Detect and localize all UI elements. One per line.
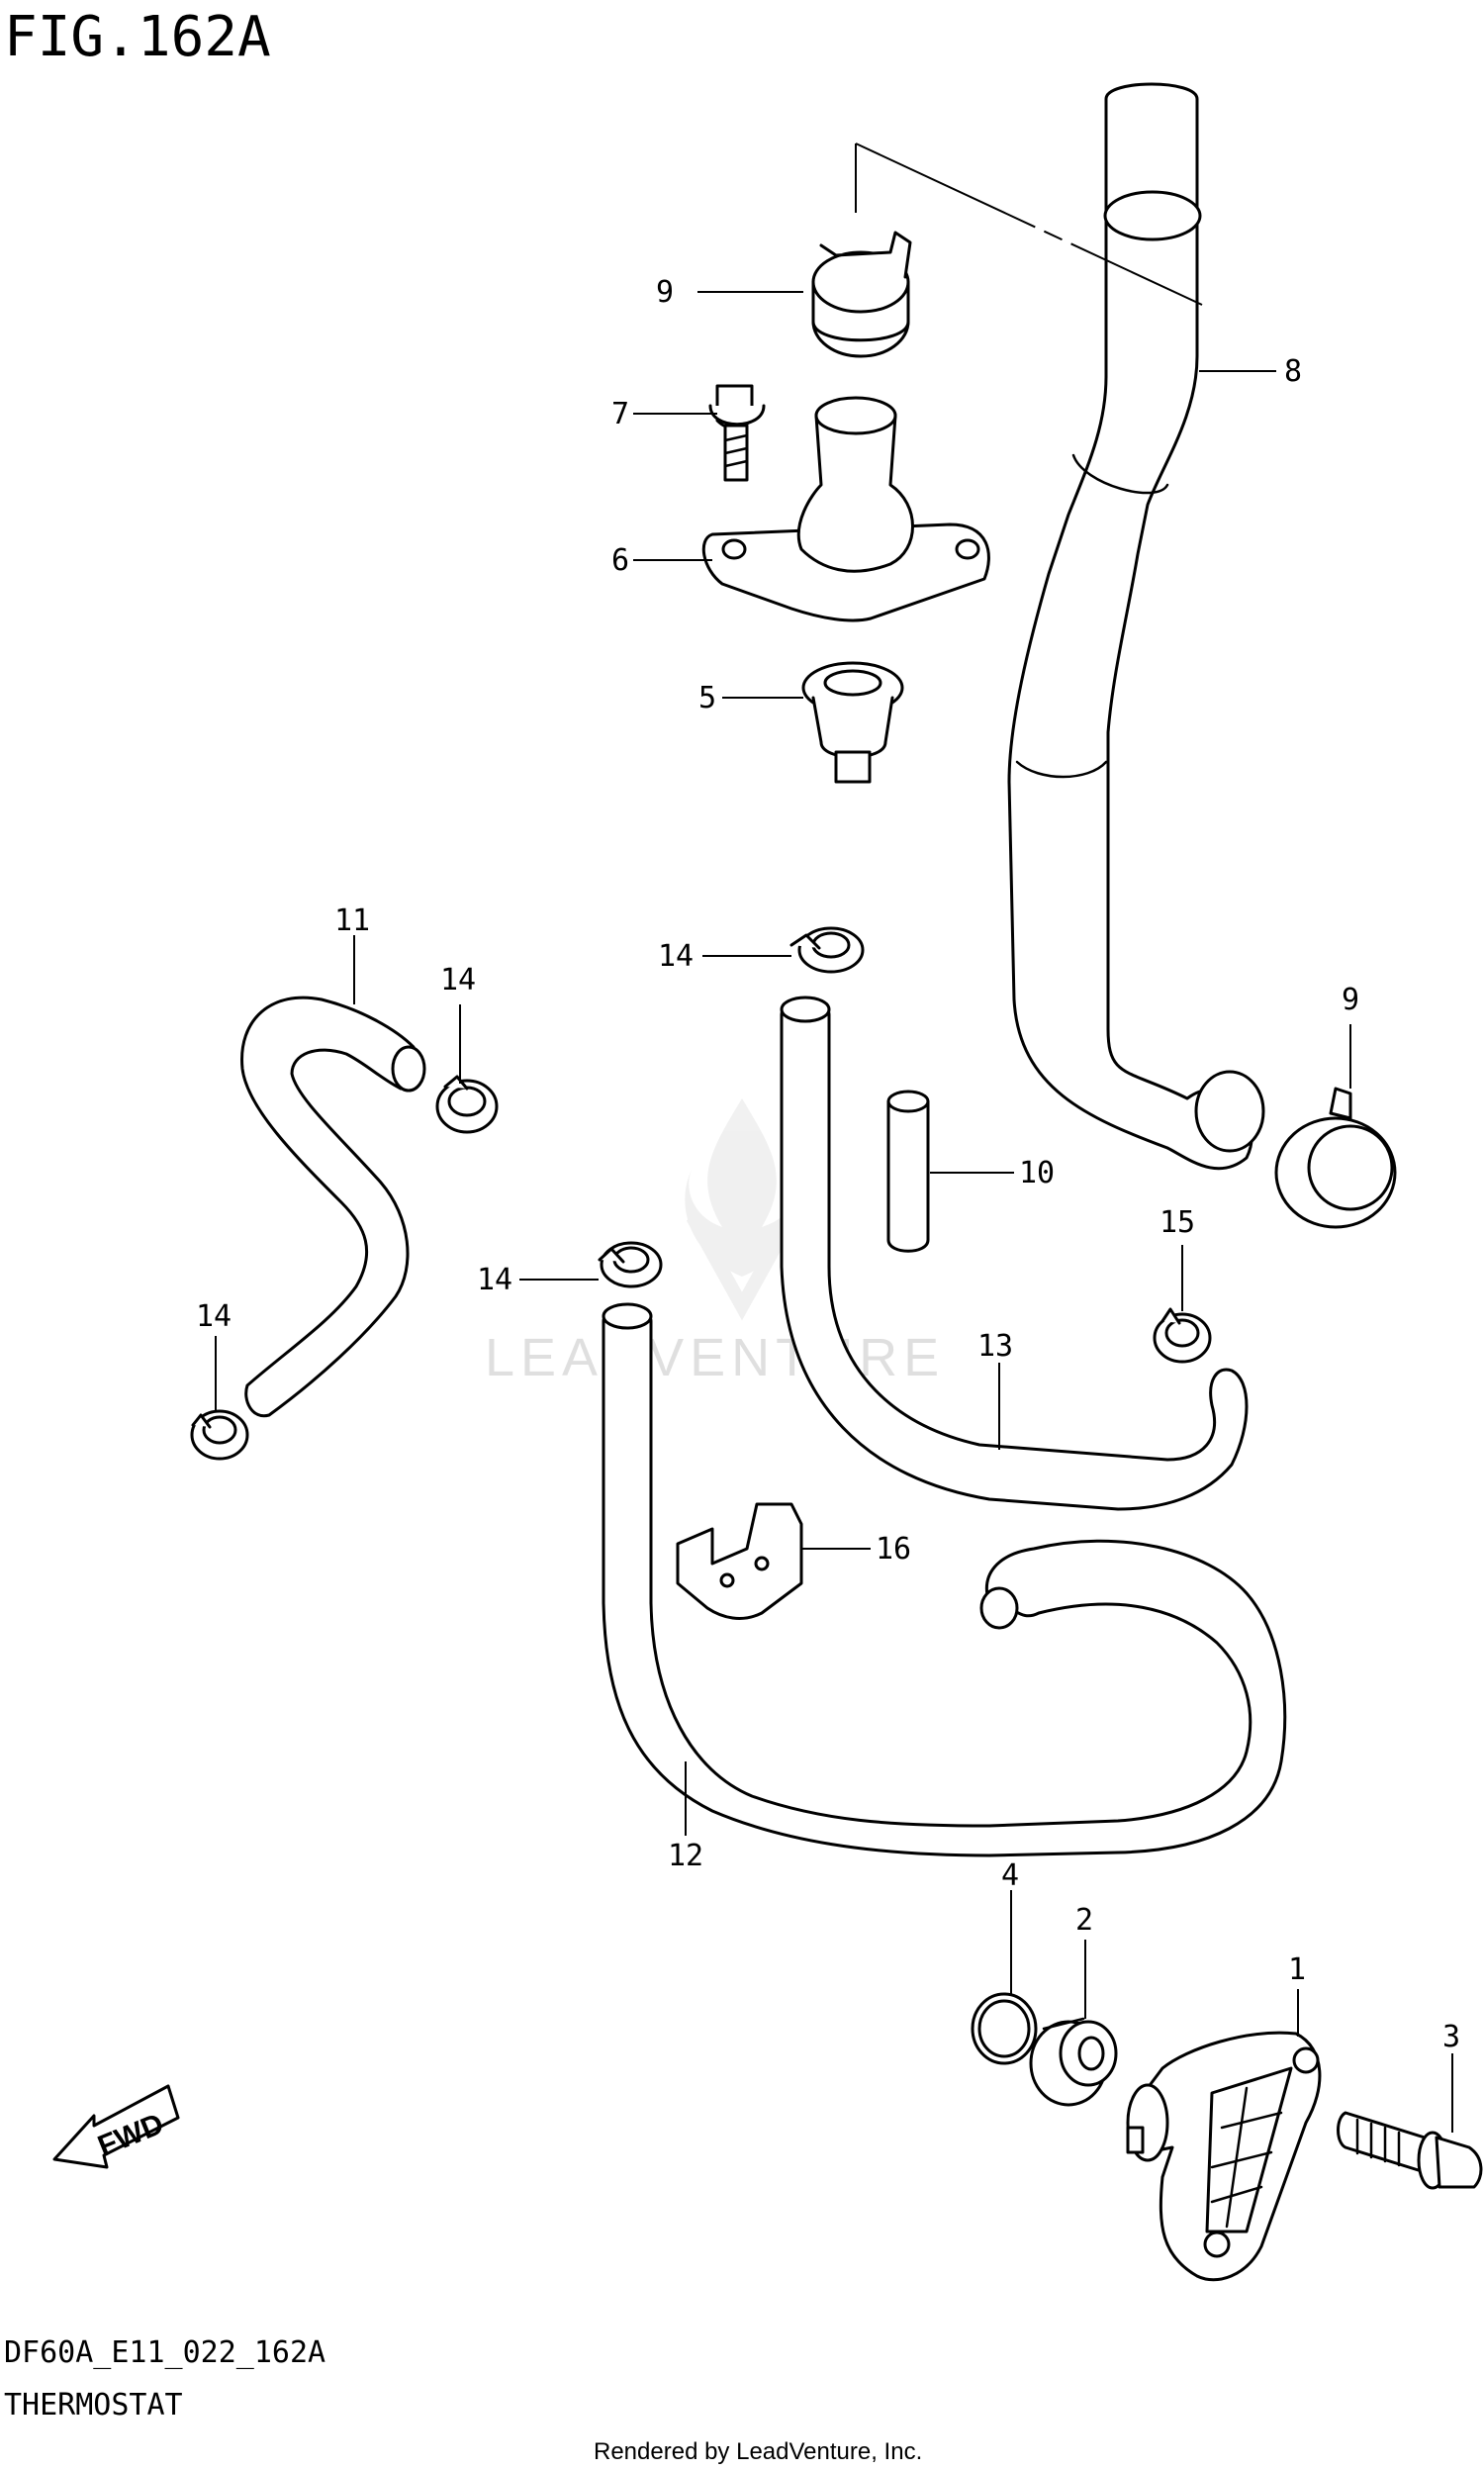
clamp-14-a	[435, 1075, 499, 1134]
callout-14-d: 14	[196, 1299, 232, 1334]
callout-5: 5	[698, 681, 716, 715]
callout-10: 10	[1019, 1156, 1055, 1190]
hose-8	[1007, 82, 1265, 1171]
thermostat-cover-6	[701, 396, 990, 622]
fwd-arrow: FWD	[52, 2084, 180, 2169]
callout-14-a: 14	[440, 963, 476, 998]
clamp-15	[1153, 1307, 1212, 1364]
callouts: 9 8 7 6 5 11 14 14 9 10 15 14 14 13 16 1…	[196, 275, 1460, 2054]
callout-9-lower: 9	[1342, 983, 1359, 1017]
callout-9-upper: 9	[656, 275, 674, 310]
callout-1: 1	[1288, 1952, 1306, 1987]
pipe-10	[886, 1090, 930, 1253]
callout-15: 15	[1159, 1205, 1195, 1240]
section-name: THERMOSTAT	[4, 2388, 183, 2423]
bolt-3	[1337, 2111, 1483, 2190]
callout-16: 16	[876, 1532, 911, 1567]
callout-14-b: 14	[658, 939, 694, 974]
thermostat-housing-1	[1126, 2031, 1322, 2282]
clamp-14-d	[190, 1409, 249, 1461]
bracket-16	[676, 1502, 803, 1620]
watermark-logo	[685, 1098, 799, 1321]
callout-7: 7	[611, 397, 629, 431]
clamp-9-lower	[1274, 1087, 1397, 1229]
callout-12: 12	[668, 1839, 703, 1873]
grommet-2	[1029, 2017, 1118, 2107]
callout-4: 4	[1001, 1858, 1019, 1893]
hose-12	[602, 1302, 1287, 1857]
callout-11: 11	[334, 903, 370, 938]
callout-13: 13	[977, 1329, 1013, 1364]
render-credit: Rendered by LeadVenture, Inc.	[594, 2438, 922, 2465]
hose-11	[240, 996, 426, 1418]
model-code: DF60A_E11_022_162A	[4, 2335, 325, 2370]
callout-3: 3	[1442, 2020, 1460, 2054]
o-ring-4	[971, 1992, 1038, 2065]
callout-14-c: 14	[477, 1263, 512, 1297]
hose-13	[780, 996, 1249, 1511]
clamp-14-b	[789, 926, 865, 974]
callout-6: 6	[611, 543, 629, 578]
figure-title: FIG.162A	[4, 5, 271, 69]
bolt-7	[708, 384, 766, 482]
clamp-9-upper	[811, 231, 912, 358]
watermark-text: LEADVENTURE	[485, 1328, 945, 1387]
clamp-14-c	[598, 1241, 663, 1288]
callout-2: 2	[1075, 1903, 1093, 1938]
callout-8: 8	[1284, 354, 1302, 389]
leader-bracket-8-diag	[855, 143, 1203, 306]
thermostat-5	[801, 661, 904, 784]
leader-lines	[215, 291, 1453, 2133]
